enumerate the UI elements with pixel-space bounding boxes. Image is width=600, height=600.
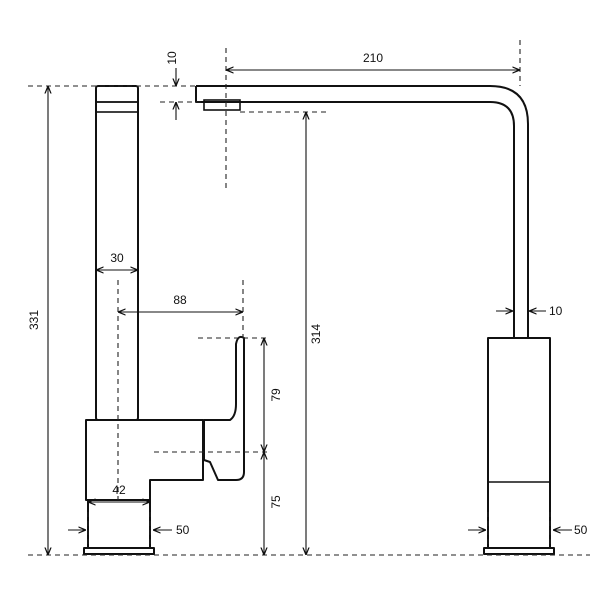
dimension-88: 88 [118, 293, 243, 312]
dimension-42: 42 [88, 483, 150, 502]
dimension-79: 79 [264, 338, 283, 452]
dim-label-lever-height: 79 [269, 388, 283, 402]
side-body [487, 337, 551, 549]
dimension-75: 75 [264, 452, 283, 555]
front-base [87, 499, 151, 549]
dimension-210: 210 [226, 51, 520, 70]
reference-lines [28, 40, 590, 556]
spout-inner [212, 101, 515, 338]
front-view [83, 85, 245, 555]
dim-label-spout-tube-diameter: 10 [549, 304, 563, 318]
dim-label-spout-reach: 210 [363, 51, 383, 65]
top-cap [95, 101, 139, 113]
dim-label-base-width: 42 [112, 483, 126, 497]
spout-outer [196, 85, 529, 338]
side-view [195, 85, 555, 555]
dim-label-lever-reach: 88 [173, 293, 187, 307]
lever-handle [203, 335, 245, 481]
dimension-331: 331 [27, 86, 48, 555]
dim-label-spout-height: 314 [309, 324, 323, 344]
dimension-10-top: 10 [165, 51, 179, 120]
dim-label-body-width: 30 [110, 251, 124, 265]
dim-label-front-base-diameter: 50 [176, 523, 190, 537]
dimension-50-side: 50 [468, 523, 588, 537]
dimension-30: 30 [96, 251, 138, 270]
dim-label-top-thickness: 10 [165, 51, 179, 65]
front-base-plate [83, 547, 155, 555]
dimension-50-front: 50 [68, 523, 190, 537]
dim-label-side-base-diameter: 50 [574, 523, 588, 537]
spout-aerator [203, 99, 241, 111]
side-base-plate [483, 547, 555, 555]
faucet-body-block [85, 419, 204, 501]
dim-label-base-height: 75 [269, 495, 283, 509]
dimension-10-spout: 10 [496, 304, 563, 318]
dimension-314: 314 [306, 112, 323, 555]
dim-label-total-height: 331 [27, 310, 41, 330]
